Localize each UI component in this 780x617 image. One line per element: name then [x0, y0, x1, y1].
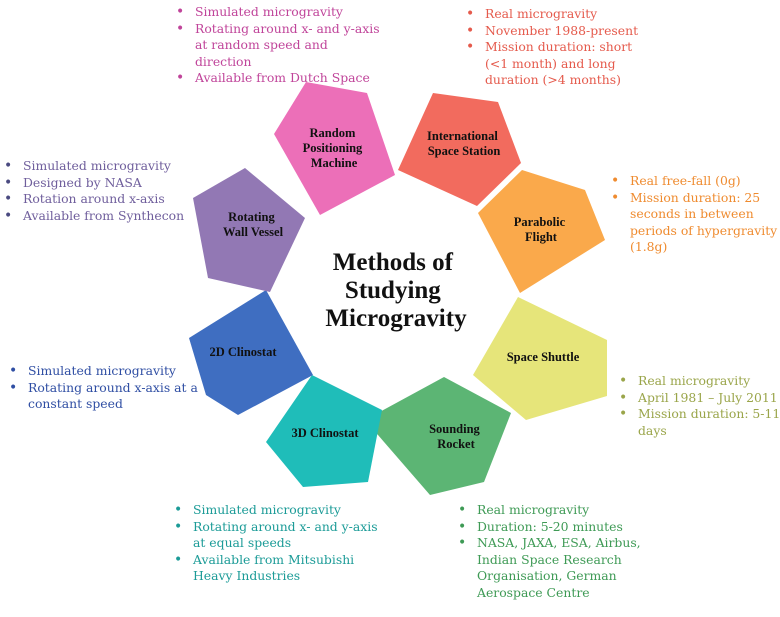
bullets-rotating-wall-vessel: Simulated microgravity Designed by NASA …	[3, 158, 198, 224]
bullets-random-positioning-machine: Simulated microgravity Rotating around x…	[175, 4, 380, 87]
node-label-3d: 3D Clinostat	[291, 426, 359, 440]
node-label-iss: International Space Station	[427, 129, 501, 158]
bullet-item: Duration: 5-20 minutes	[458, 519, 657, 536]
bullet-item: Rotating around x- and y-axis at equal s…	[174, 519, 378, 552]
node-shape-rpm	[274, 82, 395, 215]
bullets-2d-clinostat: Simulated microgravity Rotating around x…	[8, 363, 213, 413]
center-title: Methods of Studying Microgravity	[325, 249, 467, 332]
bullets-parabolic-flight: Real free-fall (0g) Mission duration: 25…	[610, 173, 780, 256]
bullet-item: Real free-fall (0g)	[611, 173, 780, 190]
node-shape-sr	[365, 377, 511, 495]
bullet-item: April 1981 – July 2011	[619, 390, 780, 407]
node-3d-clinostat: 3D Clinostat	[266, 375, 382, 487]
bullet-item: Real microgravity	[466, 6, 655, 23]
bullet-item: Mission duration: 25 seconds in between …	[611, 190, 780, 256]
bullet-item: Available from Mitsubishi Heavy Industri…	[174, 552, 378, 585]
node-shape-pf	[478, 170, 605, 293]
node-random-positioning-machine: Random Positioning Machine	[274, 82, 395, 215]
bullet-item: Real microgravity	[458, 502, 657, 519]
bullet-item: NASA, JAXA, ESA, Airbus, Indian Space Re…	[458, 535, 657, 601]
bullets-sounding-rocket: Real microgravity Duration: 5-20 minutes…	[457, 502, 657, 601]
bullet-item: Rotating around x- and y-axis at random …	[176, 21, 380, 71]
bullet-item: November 1988-present	[466, 23, 655, 40]
bullets-international-space-station: Real microgravity November 1988-present …	[465, 6, 655, 89]
bullet-item: Available from Synthecon	[4, 208, 198, 225]
node-sounding-rocket: Sounding Rocket	[365, 377, 511, 495]
node-rotating-wall-vessel: Rotating Wall Vessel	[193, 168, 305, 292]
bullet-item: Rotation around x-axis	[4, 191, 198, 208]
bullets-space-shuttle: Real microgravity April 1981 – July 2011…	[618, 373, 780, 439]
bullets-3d-clinostat: Simulated microgravity Rotating around x…	[173, 502, 378, 585]
node-space-shuttle: Space Shuttle	[473, 297, 607, 420]
node-2d-clinostat: 2D Clinostat	[189, 290, 313, 415]
node-label-ss: Space Shuttle	[507, 350, 580, 364]
bullet-item: Mission duration: 5-11 days	[619, 406, 780, 439]
bullet-item: Simulated microgravity	[176, 4, 380, 21]
bullet-item: Simulated microgravity	[9, 363, 213, 380]
node-shape-rwv	[193, 168, 305, 292]
node-shape-ss	[473, 297, 607, 420]
node-shape-2d	[189, 290, 313, 415]
node-label-sr: Sounding Rocket	[429, 422, 483, 451]
node-international-space-station: International Space Station	[398, 93, 521, 206]
bullet-item: Real microgravity	[619, 373, 780, 390]
bullet-item: Designed by NASA	[4, 175, 198, 192]
node-shape-iss	[398, 93, 521, 206]
node-shape-3d	[266, 375, 382, 487]
bullet-item: Available from Dutch Space	[176, 70, 380, 87]
bullet-item: Mission duration: short (<1 month) and l…	[466, 39, 655, 89]
bullet-item: Rotating around x-axis at a constant spe…	[9, 380, 213, 413]
node-label-2d: 2D Clinostat	[209, 345, 277, 359]
node-parabolic-flight: Parabolic Flight	[478, 170, 605, 293]
node-label-rpm: Random Positioning Machine	[303, 126, 366, 170]
bullet-item: Simulated microgravity	[174, 502, 378, 519]
node-label-rwv: Rotating Wall Vessel	[223, 210, 284, 239]
node-label-pf: Parabolic Flight	[514, 215, 569, 244]
bullet-item: Simulated microgravity	[4, 158, 198, 175]
